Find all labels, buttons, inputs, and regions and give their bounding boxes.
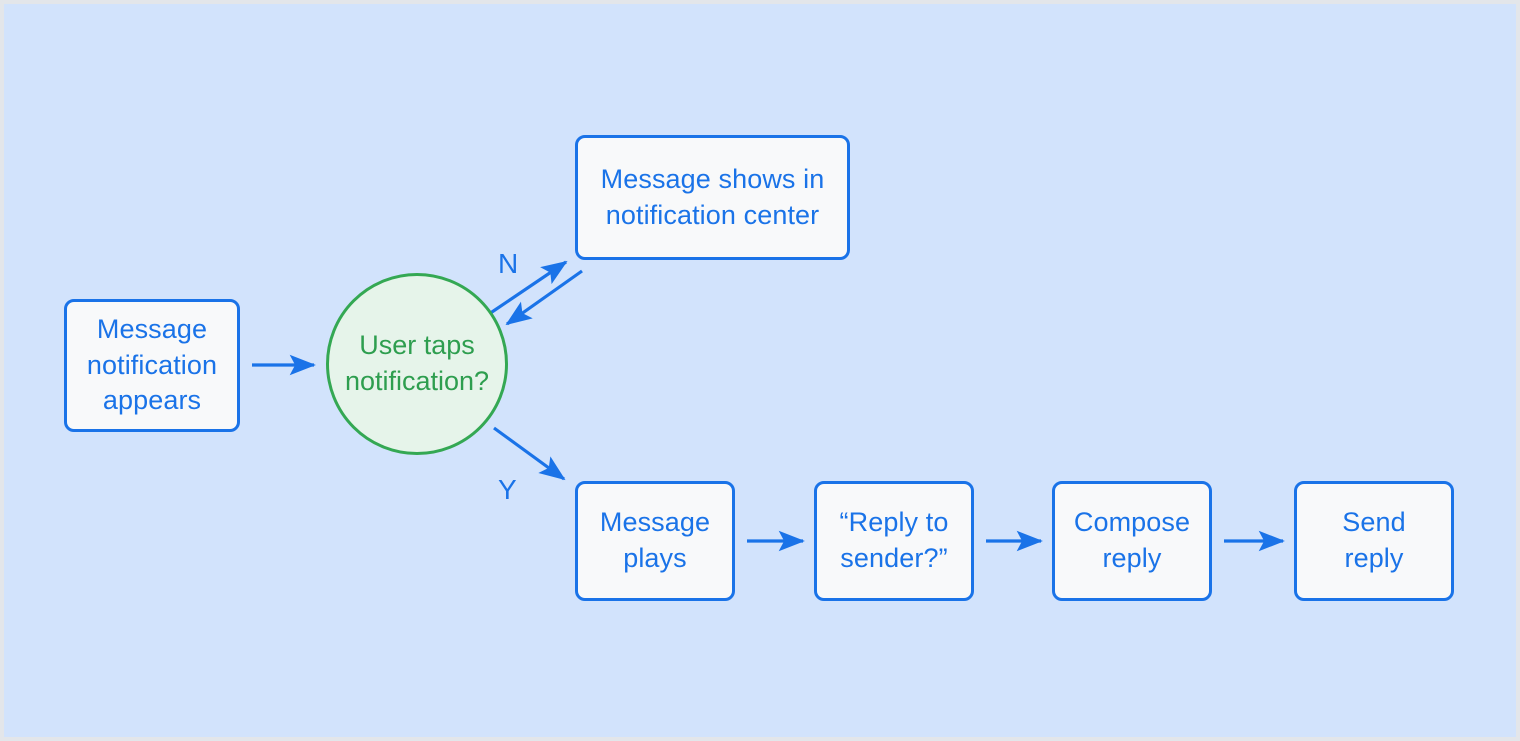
node-reply-to-sender-prompt[interactable]: “Reply to sender?” [814, 481, 974, 601]
node-message-notification-appears[interactable]: Message notification appears [64, 299, 240, 432]
node-message-plays[interactable]: Message plays [575, 481, 735, 601]
edge-label-yes: Y [498, 474, 517, 505]
edge-decision-to-plays [493, 426, 566, 481]
edge-label-no: N [498, 248, 519, 279]
node-send-reply[interactable]: Send reply [1294, 481, 1454, 601]
node-decision-user-taps-notification[interactable]: User taps notification? [326, 273, 508, 455]
node-compose-reply[interactable]: Compose reply [1052, 481, 1212, 601]
node-message-shows-in-notification-center[interactable]: Message shows in notification center [575, 135, 850, 260]
edge-center-to-decision [505, 269, 583, 326]
